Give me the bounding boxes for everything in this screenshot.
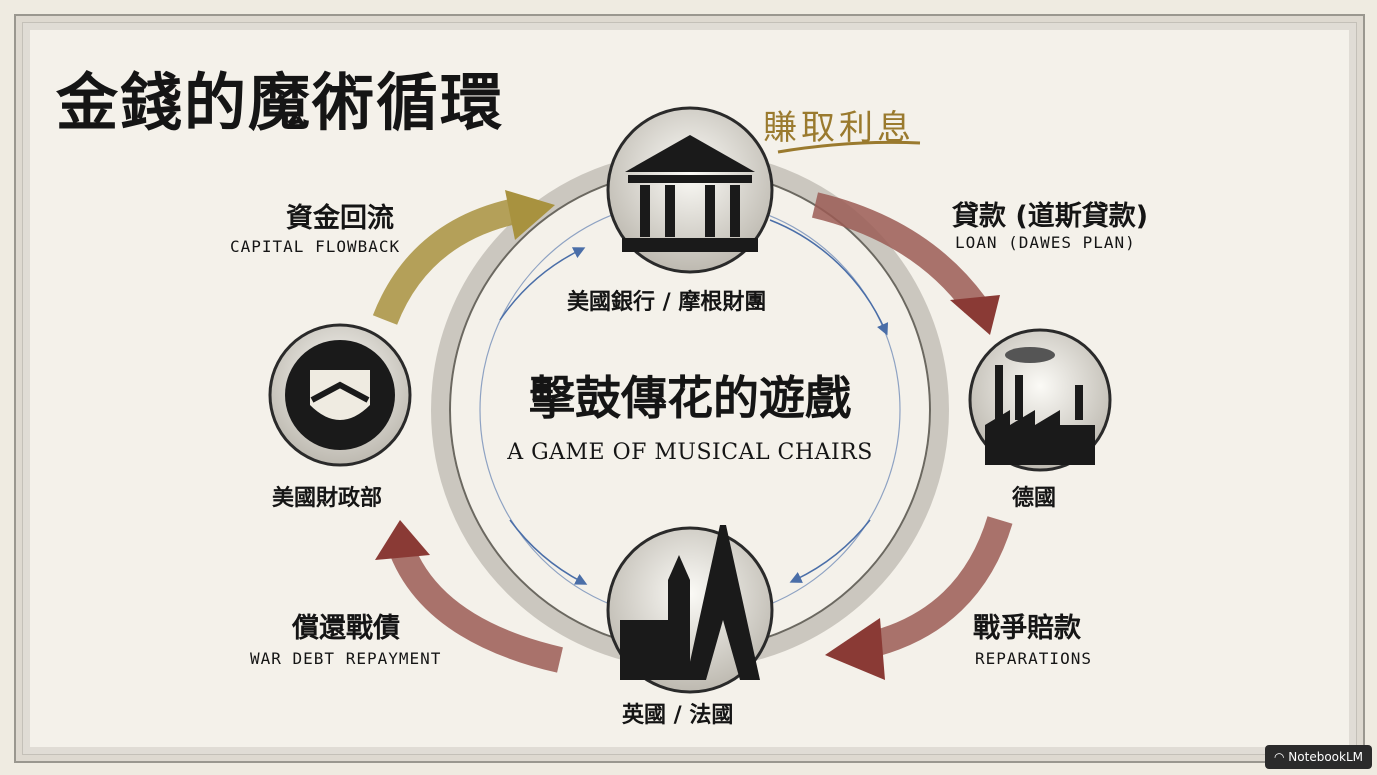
- flowback-sublabel: CAPITAL FLOWBACK: [230, 237, 401, 256]
- page-title: 金錢的魔術循環: [56, 66, 505, 139]
- loan-arrow: [811, 192, 986, 313]
- interest-underline: [777, 140, 921, 154]
- war-debt-arrowhead: [375, 520, 430, 560]
- halftone-border: [16, 16, 1363, 761]
- war-debt-arrow: [387, 540, 563, 673]
- big-ben-eiffel-icon: [620, 525, 760, 680]
- uk-france-label: 英國 / 法國: [622, 703, 734, 728]
- germany-label: 德國: [1012, 486, 1057, 511]
- notebooklm-badge[interactable]: ◠ NotebookLM: [1265, 745, 1372, 769]
- treasury-label: 美國財政部: [272, 486, 383, 511]
- badge-label: NotebookLM: [1288, 750, 1363, 764]
- treasury-node: [268, 323, 412, 467]
- war-debt-sublabel: WAR DEBT REPAYMENT: [250, 649, 442, 668]
- blue-arrow-bottom-left: [509, 519, 588, 585]
- bank-node: [606, 106, 774, 274]
- reparations-label: 戰爭賠款: [973, 613, 1081, 644]
- blue-arrow-top-right: [769, 219, 889, 336]
- notebooklm-logo-icon: ◠: [1274, 750, 1289, 764]
- interest-annotation: 賺取利息: [763, 108, 915, 148]
- uk-france-node: [606, 525, 774, 694]
- loan-arrowhead: [950, 295, 1000, 335]
- reparations-arrow: [866, 516, 1013, 658]
- blue-arrow-top-left: [499, 247, 586, 321]
- center-subtitle: A GAME OF MUSICAL CHAIRS: [507, 440, 873, 465]
- blue-arrow-bottom-right: [789, 519, 871, 583]
- loan-label: 貸款 (道斯貸款): [952, 201, 1149, 232]
- treasury-seal-icon: [310, 370, 370, 420]
- germany-node: [968, 328, 1112, 472]
- flowback-arrowhead: [505, 190, 555, 240]
- war-debt-label: 償還戰債: [292, 613, 400, 644]
- bank-building-icon: [622, 135, 758, 252]
- loan-sublabel: LOAN (DAWES PLAN): [955, 233, 1136, 252]
- center-title: 擊鼓傳花的遊戲: [529, 371, 851, 425]
- flowback-arrow: [372, 197, 523, 325]
- flowback-label: 資金回流: [286, 203, 394, 234]
- bank-label: 美國銀行 / 摩根財團: [567, 290, 767, 315]
- factory-icon: [985, 347, 1095, 465]
- reparations-sublabel: REPARATIONS: [975, 649, 1092, 668]
- reparations-arrowhead: [825, 618, 885, 680]
